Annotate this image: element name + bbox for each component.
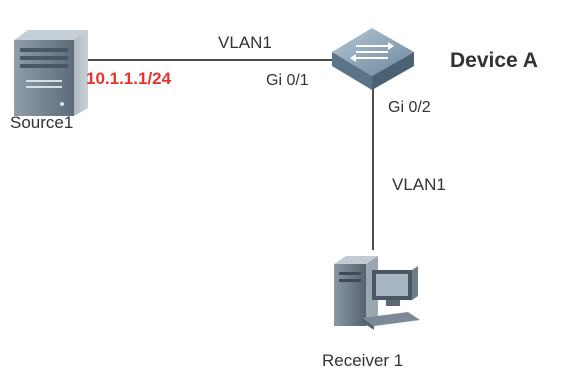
switch-icon [332, 28, 414, 90]
vlan-label-right-link: VLAN1 [392, 175, 446, 194]
source-ip-address: 10.1.1.1/24 [86, 69, 172, 88]
vlan-label-top-link: VLAN1 [218, 33, 272, 52]
receiver-device-label: Receiver 1 [322, 351, 404, 370]
port-label-gi-0-2: Gi 0/2 [388, 99, 431, 116]
source-device-label: Source1 [10, 113, 74, 132]
switch-device-label: Device A [450, 49, 538, 72]
port-label-gi-0-1: Gi 0/1 [266, 72, 309, 89]
server-icon [14, 30, 88, 116]
computer-icon [334, 256, 420, 330]
